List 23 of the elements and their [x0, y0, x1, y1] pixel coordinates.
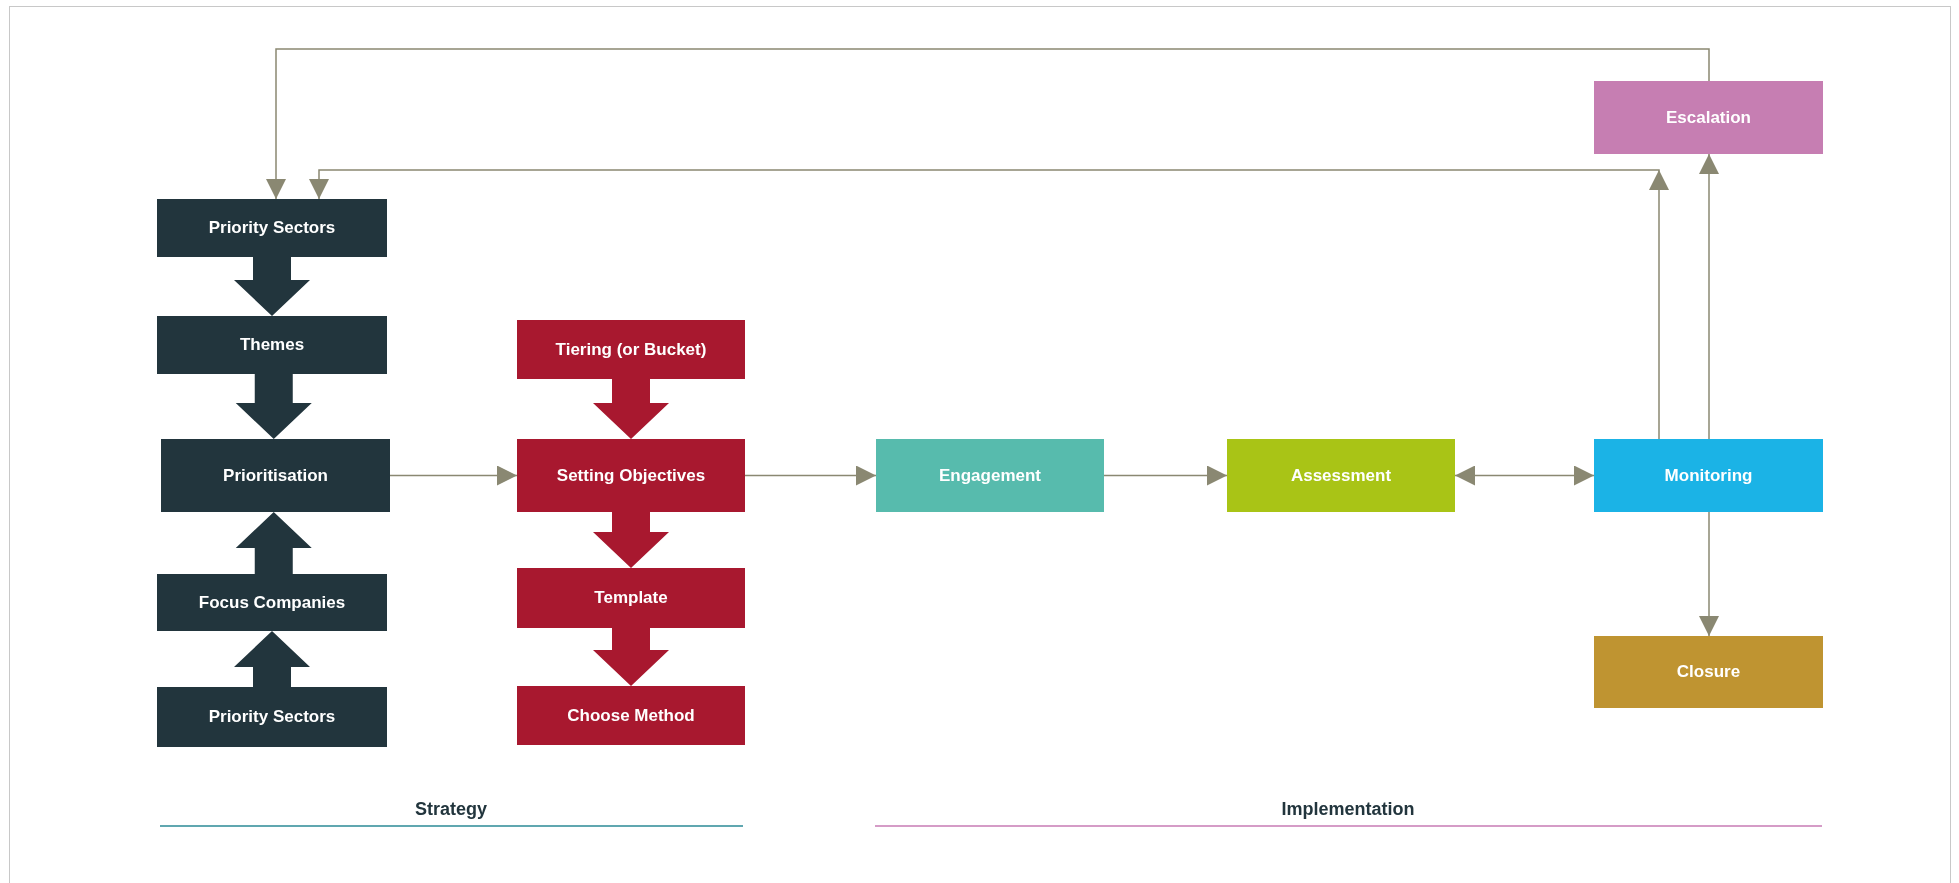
block-arrow — [234, 631, 310, 687]
process-box: Themes — [157, 316, 387, 374]
process-box: Prioritisation — [161, 439, 390, 512]
block-arrow — [593, 379, 669, 439]
process-box: Monitoring — [1594, 439, 1823, 512]
section-label: Strategy — [415, 798, 487, 821]
block-arrow — [593, 512, 669, 568]
process-box: Engagement — [876, 439, 1104, 512]
process-box: Escalation — [1594, 81, 1823, 154]
block-arrow — [235, 512, 312, 574]
process-box: Closure — [1594, 636, 1823, 708]
process-box: Priority Sectors — [157, 199, 387, 257]
process-box: Setting Objectives — [517, 439, 745, 512]
process-box: Tiering (or Bucket) — [517, 320, 745, 379]
process-box: Template — [517, 568, 745, 628]
section-label: Implementation — [1281, 798, 1415, 821]
block-arrow — [593, 628, 669, 686]
process-box: Assessment — [1227, 439, 1455, 512]
process-box: Priority Sectors — [157, 687, 387, 747]
process-box: Choose Method — [517, 686, 745, 745]
block-arrow — [235, 374, 312, 439]
block-arrow — [234, 257, 310, 316]
process-box: Focus Companies — [157, 574, 387, 631]
